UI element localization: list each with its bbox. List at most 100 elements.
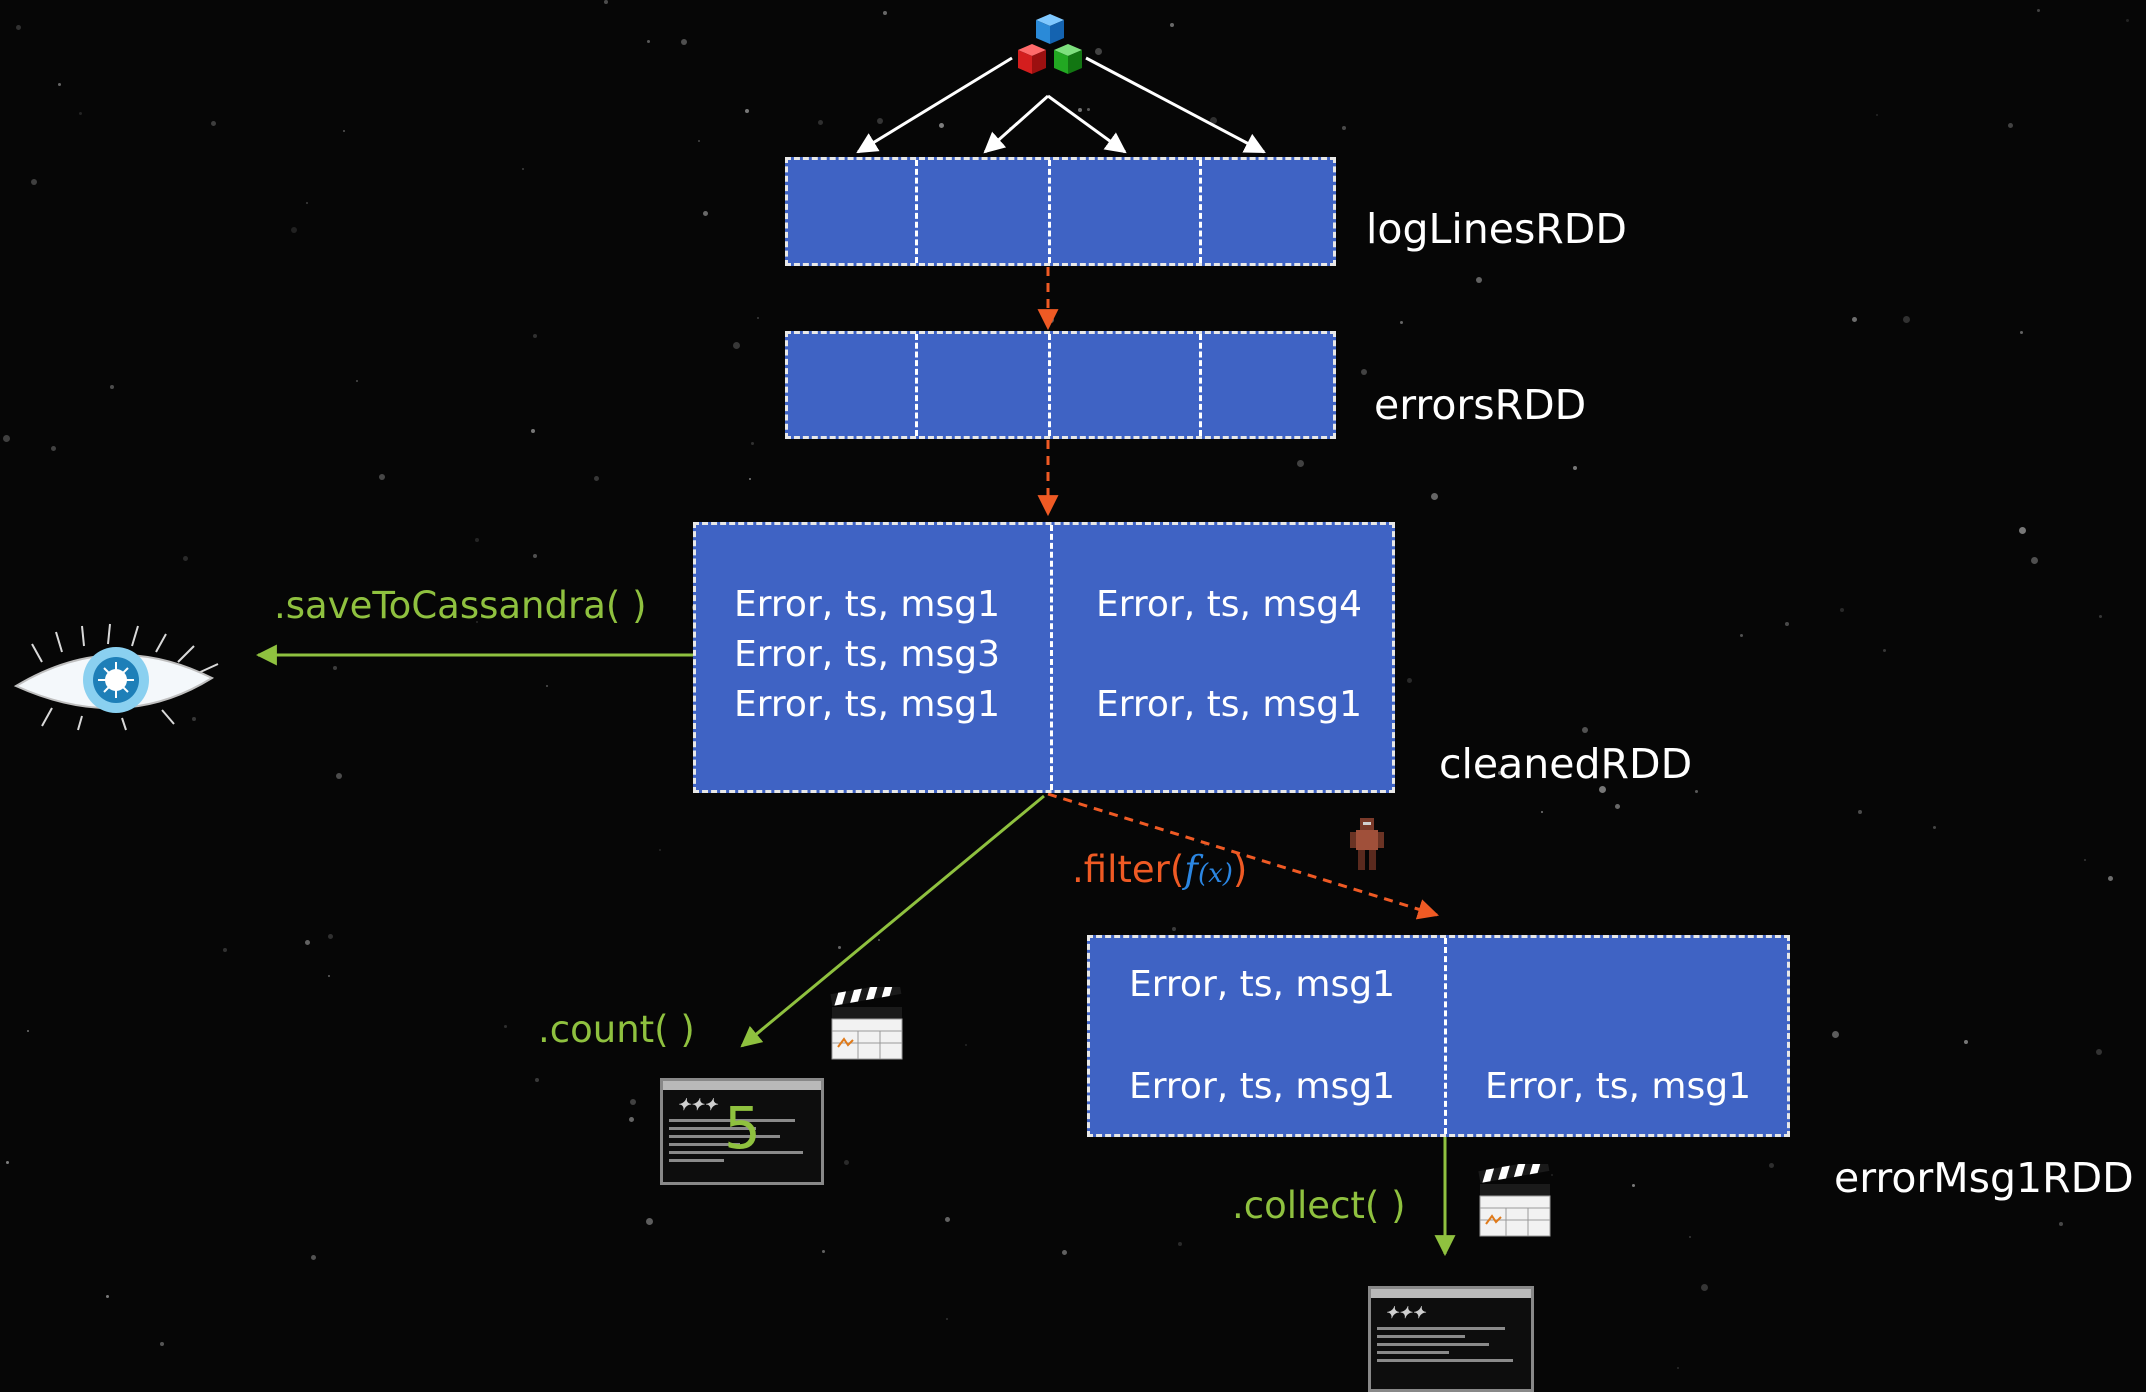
terminal-line — [669, 1151, 804, 1154]
clapperboard-icon — [830, 987, 903, 1060]
star-dot — [1400, 321, 1403, 324]
star-dot — [328, 934, 333, 939]
star-dot — [1498, 771, 1502, 775]
errors-rdd-label: errorsRDD — [1374, 381, 1587, 429]
filter-suffix: ) — [1232, 848, 1248, 891]
star-dot — [604, 0, 608, 4]
terminal-line — [669, 1127, 756, 1130]
star-dot — [531, 429, 535, 433]
spark-logo-icon: ✦✦✦ — [677, 1095, 718, 1114]
partition-divider — [1444, 938, 1447, 1134]
star-dot — [379, 474, 385, 480]
partition-divider — [1048, 160, 1051, 263]
star-dot — [2096, 1049, 2102, 1055]
star-dot — [1172, 927, 1176, 931]
record: Error, ts, msg1 — [734, 684, 1000, 725]
star-dot — [844, 1160, 849, 1165]
star-dot — [356, 380, 358, 382]
star-dot — [877, 118, 883, 124]
star-dot — [1903, 316, 1910, 323]
star-dot — [160, 1342, 164, 1346]
hdfs-cubes-icon — [1018, 14, 1082, 74]
star-dot — [1858, 810, 1862, 814]
filter-label: .filter(f(x)) — [1072, 848, 1247, 891]
star-dot — [629, 1117, 634, 1122]
star-dot — [878, 939, 880, 941]
star-dot — [2099, 615, 2102, 618]
terminal-line — [1377, 1351, 1449, 1354]
star-dot — [1476, 277, 1482, 283]
star-dot — [1599, 786, 1606, 793]
star-dot — [822, 1250, 825, 1253]
terminal-line — [669, 1143, 741, 1146]
save-to-cassandra-label: .saveToCassandra( ) — [274, 584, 647, 627]
source-arrow-3 — [1047, 94, 1127, 154]
star-dot — [703, 211, 708, 216]
record: Error, ts, msg1 — [1129, 1066, 1395, 1107]
count-arrow — [740, 794, 1045, 1048]
star-dot — [646, 1218, 653, 1225]
terminal-line — [669, 1159, 725, 1162]
robot-worker-icon — [1350, 818, 1384, 870]
star-dot — [1632, 1184, 1635, 1187]
star-dot — [328, 975, 330, 977]
partition-divider — [1048, 334, 1051, 436]
star-dot — [306, 202, 308, 204]
star-dot — [223, 948, 227, 952]
star-dot — [1689, 1236, 1691, 1238]
star-dot — [2008, 123, 2013, 128]
loglines-rdd-box — [785, 157, 1336, 266]
star-dot — [504, 1025, 507, 1028]
terminal-line — [1377, 1327, 1505, 1330]
star-dot — [2059, 1222, 2063, 1226]
source-arrow-4 — [1085, 56, 1266, 154]
star-dot — [1178, 1242, 1182, 1246]
star-dot — [533, 334, 537, 338]
star-dot — [16, 25, 21, 30]
spark-logo-icon: ✦✦✦ — [1385, 1303, 1426, 1322]
terminal-titlebar — [663, 1081, 821, 1090]
star-dot — [946, 1318, 948, 1320]
star-dot — [681, 39, 687, 45]
star-dot — [1087, 108, 1090, 111]
star-dot — [2126, 19, 2129, 22]
cleaned-rdd-label: cleanedRDD — [1439, 740, 1693, 788]
terminal-line — [1377, 1359, 1513, 1362]
star-dot — [2020, 331, 2023, 334]
errors-rdd-box — [785, 331, 1336, 439]
star-dot — [79, 112, 82, 115]
star-dot — [1852, 317, 1857, 322]
star-dot — [343, 130, 345, 132]
filter-arrow — [1047, 792, 1440, 920]
star-dot — [818, 120, 823, 125]
star-dot — [110, 385, 114, 389]
star-dot — [1062, 1250, 1067, 1255]
star-dot — [1170, 23, 1174, 27]
terminal-line — [669, 1135, 780, 1138]
spark-shell-terminal-icon: ✦✦✦ — [660, 1078, 824, 1185]
star-dot — [1701, 1284, 1708, 1291]
error-msg1-rdd-box — [1087, 935, 1790, 1137]
star-dot — [1832, 1031, 1839, 1038]
star-dot — [3, 435, 10, 442]
star-dot — [757, 317, 759, 319]
record: Error, ts, msg1 — [1129, 964, 1395, 1005]
star-dot — [1095, 48, 1102, 55]
star-dot — [27, 1030, 29, 1032]
count-label: .count( ) — [538, 1008, 695, 1051]
record: Error, ts, msg4 — [1096, 584, 1362, 625]
star-dot — [2019, 527, 2026, 534]
star-dot — [58, 83, 61, 86]
cassandra-eye-icon — [13, 623, 219, 731]
star-dot — [594, 476, 599, 481]
star-dot — [533, 554, 537, 558]
record: Error, ts, msg1 — [734, 584, 1000, 625]
star-dot — [1342, 126, 1346, 130]
star-dot — [1582, 727, 1588, 733]
star-dot — [1695, 790, 1698, 793]
terminal-line — [669, 1119, 796, 1122]
star-dot — [965, 1044, 967, 1046]
star-dot — [647, 40, 650, 43]
star-dot — [336, 773, 342, 779]
